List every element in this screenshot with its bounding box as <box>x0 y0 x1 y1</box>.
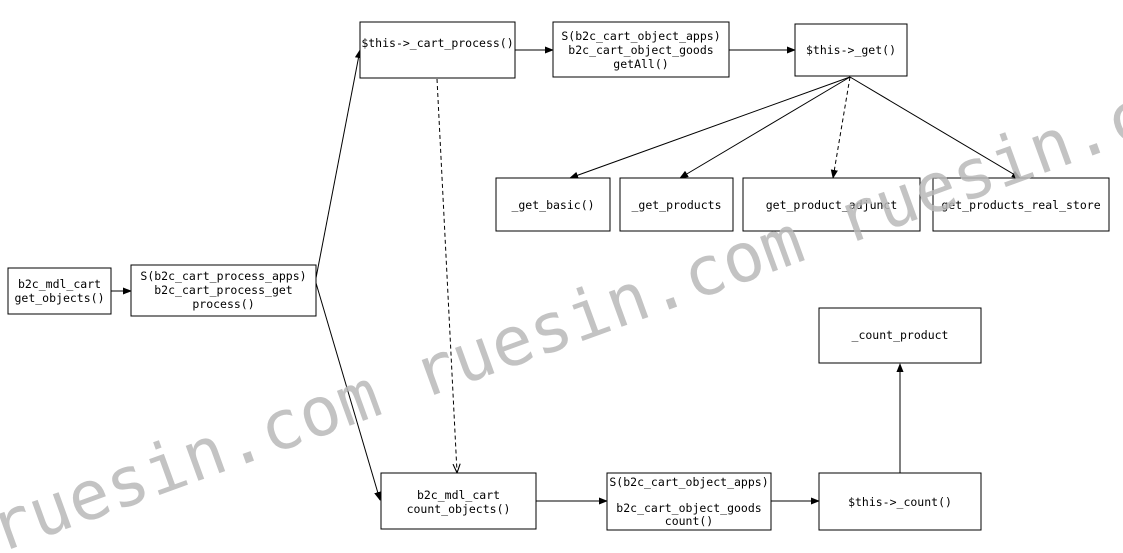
node-get-products: _get_products <box>619 177 734 232</box>
node-line: get_product_adjunct <box>766 198 898 212</box>
node-line: _get_basic() <box>511 198 594 212</box>
node-get-product-adjunct: get_product_adjunct <box>742 177 921 232</box>
edge-this-get-to-real-store <box>849 76 1021 179</box>
node-line: process() <box>192 297 254 311</box>
node-line: get_objects() <box>14 291 104 305</box>
edge-process-get-to-cart-process <box>315 49 362 279</box>
node-this-count: $this->_count() <box>818 472 982 531</box>
node-line: b2c_cart_object_goods <box>616 501 761 515</box>
node-this-get: $this->_get() <box>794 23 908 77</box>
node-mdl-cart-get-objects: b2c_mdl_cart get_objects() <box>7 267 112 315</box>
node-line: b2c_mdl_cart <box>18 277 101 291</box>
node-line: getAll() <box>613 57 668 71</box>
node-line: count_objects() <box>407 502 511 516</box>
node-this-cart-process: $this->_cart_process() <box>359 21 516 79</box>
edges <box>111 46 1021 505</box>
node-line: b2c_mdl_cart <box>417 488 500 502</box>
node-get-basic: _get_basic() <box>495 177 611 232</box>
edge-cart-process-to-count-objects <box>436 78 457 472</box>
node-line: _get_products <box>631 198 721 212</box>
node-object-goods-count: S(b2c_cart_object_apps) b2c_cart_object_… <box>606 472 772 531</box>
node-object-goods-getall: S(b2c_cart_object_apps) b2c_cart_object_… <box>552 21 730 78</box>
node-line: $this->_cart_process() <box>361 36 513 50</box>
edge-process-get-to-count-objects <box>315 282 382 501</box>
edge-this-get-to-product-adjunct <box>830 76 851 179</box>
node-line: get_products_real_store <box>941 198 1100 212</box>
node-get-products-real-store: get_products_real_store <box>932 177 1110 232</box>
node-line: _count_product <box>852 328 949 342</box>
edge-this-get-to-get-basic <box>569 76 851 179</box>
node-line: S(b2c_cart_object_apps) <box>609 475 768 489</box>
node-line: b2c_cart_object_goods <box>568 43 713 57</box>
node-count-product: _count_product <box>818 307 982 364</box>
node-line: S(b2c_cart_object_apps) <box>561 29 720 43</box>
node-mdl-cart-count-objects: b2c_mdl_cart count_objects() <box>380 472 537 530</box>
node-cart-process-get: S(b2c_cart_process_apps) b2c_cart_proces… <box>130 264 317 317</box>
node-line: $this->_get() <box>806 43 896 57</box>
node-line: $this->_count() <box>848 495 952 509</box>
node-line: count() <box>665 514 713 528</box>
node-line: b2c_cart_process_get <box>154 283 292 297</box>
node-line: S(b2c_cart_process_apps) <box>140 269 306 283</box>
edge-this-get-to-get-products <box>679 76 851 179</box>
